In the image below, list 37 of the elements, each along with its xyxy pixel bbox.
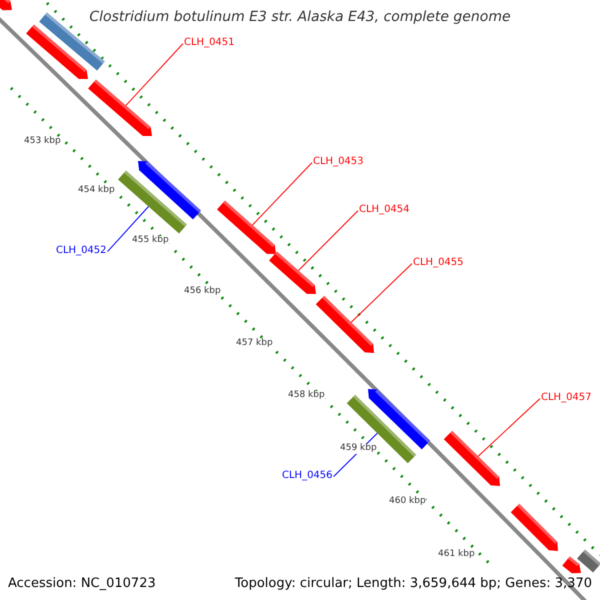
gene-label: CLH_0455 [413,257,464,268]
title: Clostridium botulinum E3 str. Alaska E43, complete genome [88,10,512,26]
gene-feature [217,200,276,254]
scale-label: 457 kbp [236,339,273,349]
scale-label: 453 kbp [24,137,61,147]
gene-feature [510,504,558,551]
scale-label: 461 kbp [438,550,475,560]
gene-feature [269,252,316,294]
leader-line [252,162,312,226]
gene-label: CLH_0454 [359,204,410,215]
gene-label: CLH_0457 [541,392,592,403]
gene-feature [316,296,374,353]
leader-line [350,263,412,323]
gene-feature [444,430,500,486]
genome-summary: Topology: circular; Length: 3,659,644 bp; Genes: 3,370 [234,577,592,592]
gene-label: CLH_0452 [56,245,107,256]
gene-label: CLH_0451 [184,37,235,48]
leader-line [125,43,184,106]
leader-line [107,206,150,252]
leader-line [298,210,358,271]
gene-feature [562,556,581,574]
scale-label: 458 kbp [288,391,325,401]
leader-line [478,398,540,457]
scale-label: 459 kbp [340,444,377,454]
scale-label: 454 kbp [78,186,115,196]
gene-feature [26,24,88,79]
gene-feature [138,161,202,220]
scale-label: 460 kbp [389,497,426,507]
scale-label: 456 kbp [184,287,221,297]
gene-bar [118,170,187,234]
gene-label: CLH_0453 [313,156,364,167]
gene-bar [577,549,600,573]
gene-label: CLH_0456 [282,470,333,481]
scale-label: 455 kbp [132,236,169,246]
gene-feature [88,79,152,136]
accession-text: Accession: NC_010723 [8,577,156,592]
gene-feature [0,0,12,10]
